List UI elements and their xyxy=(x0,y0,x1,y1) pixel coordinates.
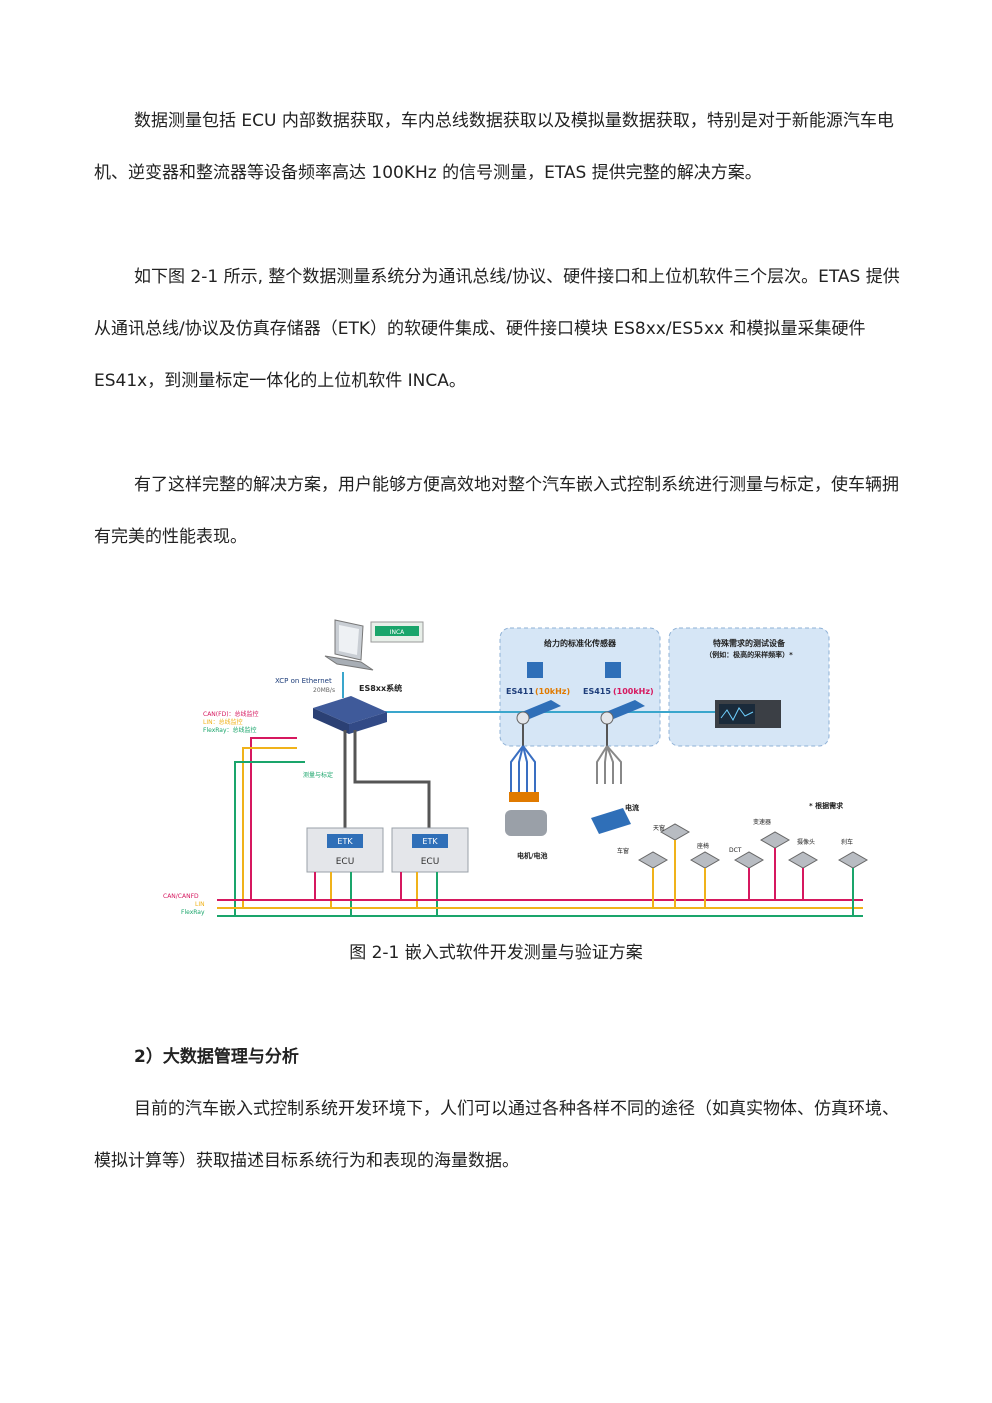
bus-legend-can: CAN(FD)：总线监控 xyxy=(203,710,259,718)
as-needed-note: * 根据需求 xyxy=(809,801,844,810)
xcp-rate: 20MB/s xyxy=(313,687,335,694)
current-clamp-icon xyxy=(591,808,631,834)
es415-rate: (100kHz) xyxy=(613,687,654,696)
device-label-sunroof: 天窗 xyxy=(653,824,665,832)
ecu-1-etk: ETK xyxy=(337,837,353,846)
paragraph-system-layers: 如下图 2-1 所示, 整个数据测量系统分为通讯总线/协议、硬件接口和上位机软件… xyxy=(94,267,900,391)
es415-name: ES415 xyxy=(583,687,611,696)
device-brake: 刹车 xyxy=(837,838,869,916)
xcp-label: XCP on Ethernet xyxy=(275,677,332,685)
bus-name-flexray: FlexRay xyxy=(181,909,205,916)
es8xx-device-icon xyxy=(313,696,387,734)
bus-name-lin: LIN xyxy=(195,901,205,908)
sensor-box-title: 给力的标准化传感器 xyxy=(544,638,617,648)
figure-caption: 图 2-1 嵌入式软件开发测量与验证方案 xyxy=(349,943,643,963)
special-box-title: 特殊需求的测试设备 xyxy=(713,638,786,648)
bus-legend-lin: LIN：总线监控 xyxy=(203,718,243,726)
bus-name-can: CAN/CANFD xyxy=(163,893,199,900)
oscilloscope-icon xyxy=(715,700,781,728)
ecu-1-label: ECU xyxy=(336,857,355,867)
special-device-box xyxy=(668,627,830,747)
sensor-icon xyxy=(527,662,621,678)
figure-measurement-diagram: 给力的标准化传感器 特殊需求的测试设备 （例如：极高的采样频率）* INCA X… xyxy=(163,619,869,917)
device-label-dct: DCT xyxy=(729,847,742,854)
device-camera: 摄像头 xyxy=(787,838,819,900)
paragraph-solution-benefit: 有了这样完整的解决方案，用户能够方便高效地对整个汽车嵌入式控制系统进行测量与标定… xyxy=(94,475,899,547)
laptop-icon xyxy=(324,619,374,671)
es411-module-icon xyxy=(516,700,561,725)
paragraph-data-measurement: 数据测量包括 ECU 内部数据获取，车内总线数据获取以及模拟量数据获取，特别是对… xyxy=(94,111,894,183)
paragraph-big-data: 目前的汽车嵌入式控制系统开发环境下，人们可以通过各种各样不同的途径（如真实物体、… xyxy=(94,1099,899,1171)
current-label: 电流 xyxy=(625,803,639,812)
device-dct: DCT xyxy=(729,847,765,900)
sensor-cables xyxy=(510,724,622,792)
motor-icon xyxy=(505,792,547,836)
ecu-2-etk: ETK xyxy=(422,837,438,846)
device-transmission: 变速器 xyxy=(753,818,791,900)
device-window: 车窗 xyxy=(617,847,669,908)
ecu-wires xyxy=(343,730,431,828)
device-label-window: 车窗 xyxy=(617,847,629,855)
device-seat: 座椅 xyxy=(689,842,721,908)
device-label-seat: 座椅 xyxy=(697,842,709,850)
sensor-box xyxy=(499,627,661,747)
special-box-subtitle: （例如：极高的采样频率）* xyxy=(705,650,793,659)
es8xx-label: ES8xx系统 xyxy=(359,683,402,693)
device-label-transmission: 变速器 xyxy=(753,818,771,826)
measurement-calibration-label: 测量与标定 xyxy=(303,771,333,779)
es411-rate: (10kHz) xyxy=(535,687,570,696)
es411-name: ES411 xyxy=(506,687,534,696)
ecu-2: ETK ECU xyxy=(391,827,469,873)
device-sunroof: 天窗 xyxy=(653,823,691,908)
device-label-camera: 摄像头 xyxy=(797,838,815,846)
device-nodes: 天窗 车窗 座椅 DCT 变速器 摄像头 xyxy=(617,818,869,916)
es415-module-icon xyxy=(600,700,645,725)
motor-label: 电机/电池 xyxy=(517,851,548,860)
section-heading: 2）大数据管理与分析 xyxy=(134,1047,299,1067)
inca-label: INCA xyxy=(390,629,405,636)
device-label-brake: 刹车 xyxy=(841,838,853,846)
ecu-bus-drops xyxy=(314,872,438,916)
ecu-2-label: ECU xyxy=(421,857,440,867)
bus-legend-flexray: FlexRay：总线监控 xyxy=(203,726,257,734)
monitor-wires xyxy=(234,737,305,916)
ecu-1: ETK ECU xyxy=(306,827,384,873)
inca-badge: INCA xyxy=(370,621,424,643)
